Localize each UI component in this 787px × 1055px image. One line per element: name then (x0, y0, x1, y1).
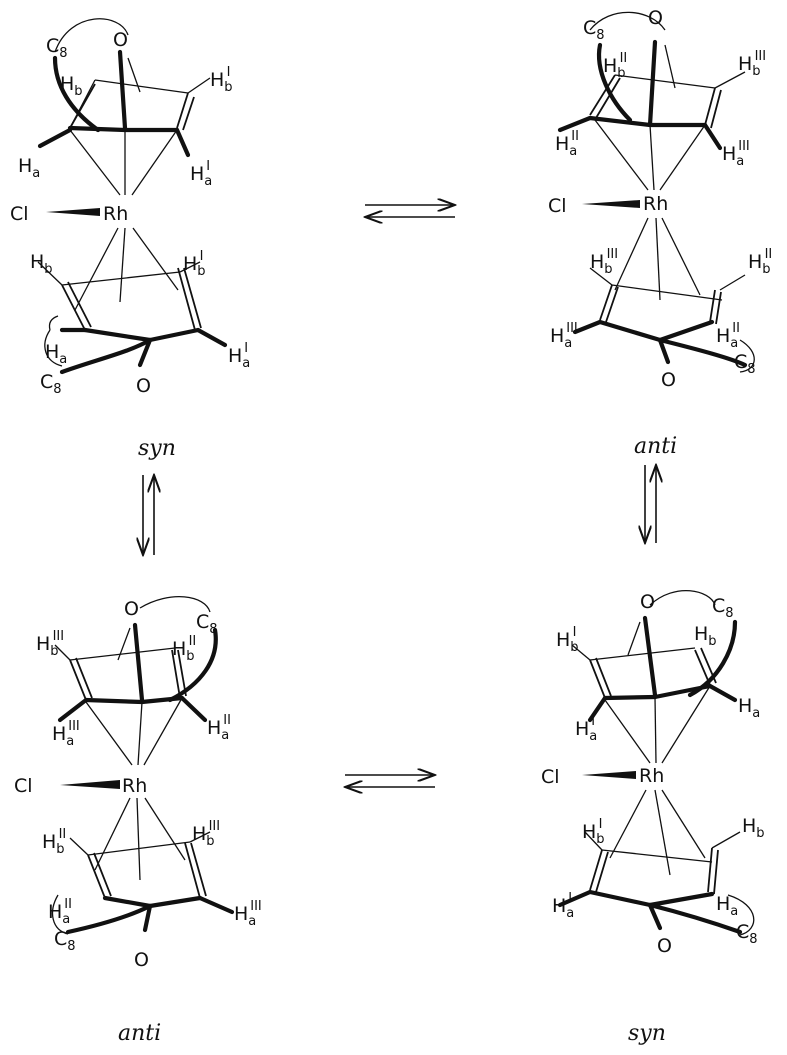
ha2-label: HaII (207, 713, 231, 743)
hb2-label: HbII (172, 634, 196, 664)
rh-label: Rh (103, 203, 128, 225)
rh-center (46, 208, 100, 216)
oxygen-lower-label: O (136, 375, 151, 397)
hb2-label: HbII (603, 51, 627, 81)
rh-label: Rh (643, 193, 668, 215)
cl-label: Cl (541, 766, 560, 788)
equilibrium-arrow-left (143, 475, 154, 555)
equilibrium-arrow-bottom (345, 775, 435, 787)
cl-label: Cl (548, 195, 567, 217)
caption-top-right: anti (634, 434, 677, 459)
caption-bottom-left: anti (118, 1021, 161, 1046)
ha1-lower-label: HaI (552, 891, 574, 921)
oxygen-lower-label: O (661, 369, 676, 391)
ha-lower-label: Ha (45, 341, 67, 367)
hb2-lower-label: HbII (42, 827, 66, 857)
complex-bottom-left (51, 596, 235, 935)
c8-label: C8 (712, 595, 734, 621)
lower-ligand (572, 217, 755, 373)
upper-ligand (557, 11, 746, 191)
c8-lower-label: C8 (40, 371, 62, 397)
ha-label: Ha (18, 155, 40, 181)
ha1-label: HaI (190, 159, 212, 189)
ha-label: Ha (738, 695, 760, 721)
complex-top-left (37, 18, 228, 375)
oxygen-label: O (640, 591, 655, 613)
caption-bottom-right: syn (628, 1021, 666, 1046)
labels-top-left: C8 O Hb HbI Ha HaI Cl Rh Hb HbI Ha HaI C… (10, 29, 250, 397)
upper-ligand (571, 590, 738, 764)
upper-ligand (54, 596, 218, 766)
hb3-label: HbIII (36, 629, 64, 659)
ha3-label: HaIII (52, 719, 80, 749)
cl-label: Cl (10, 203, 29, 225)
hb-lower-label: Hb (742, 815, 765, 841)
rh-label: Rh (122, 775, 147, 797)
ha2-label: HaII (555, 129, 579, 159)
labels-bottom-right: O C8 HbI Hb HaI Ha Cl Rh HbI Hb HaI Ha C… (541, 591, 765, 957)
c8-lower-label: C8 (734, 351, 756, 377)
ha2-lower-label: HaII (716, 321, 740, 351)
ha-lower-label: Ha (716, 893, 738, 919)
oxygen-lower-label: O (134, 949, 149, 971)
oxygen-lower-label: O (657, 935, 672, 957)
hb1-label: HbI (210, 65, 233, 95)
oxygen-label: O (124, 598, 139, 620)
rh-center (582, 200, 640, 208)
ha2-lower-label: HaII (48, 897, 72, 927)
complex-bottom-right (557, 590, 755, 936)
ha3-label: HaIII (722, 139, 750, 169)
hb3-lower-label: HbIII (590, 247, 618, 277)
ha1-label: HaI (575, 714, 597, 744)
lower-ligand (37, 227, 228, 375)
ha3-lower-label: HaIII (550, 321, 578, 351)
c8-lower-label: C8 (54, 928, 76, 954)
rh-center (60, 780, 120, 789)
hb-label: Hb (694, 623, 717, 649)
equilibrium-arrow-right (645, 465, 656, 543)
ha1-lower-label: HaI (228, 341, 250, 371)
caption-top-left: syn (138, 436, 176, 461)
hb1-lower-label: HbI (582, 817, 605, 847)
c8-label: C8 (46, 35, 68, 61)
lower-ligand (51, 797, 235, 935)
equilibrium-arrow-top (365, 205, 455, 217)
rh-label: Rh (639, 765, 664, 787)
c8-label: C8 (196, 611, 218, 637)
hb3-lower-label: HbIII (192, 819, 220, 849)
upper-ligand (37, 18, 211, 196)
c8-lower-label: C8 (736, 921, 758, 947)
rh-center (582, 771, 636, 779)
oxygen-label: O (648, 7, 663, 29)
hb-label: Hb (60, 73, 83, 99)
oxygen-label: O (113, 29, 128, 51)
c8-label: C8 (583, 17, 605, 43)
hb-lower-label: Hb (30, 251, 53, 277)
cl-label: Cl (14, 775, 33, 797)
hb1-lower-label: HbI (183, 249, 206, 279)
complex-top-right (557, 11, 755, 373)
labels-bottom-left: O C8 HbIII HbII HaIII HaII Cl Rh HbII Hb… (14, 598, 262, 971)
labels-top-right: C8 O HbII HbIII HaII HaIII Cl Rh HbIII H… (548, 7, 772, 391)
lower-ligand (557, 789, 755, 936)
hb1-label: HbI (556, 625, 579, 655)
ha3-lower-label: HaIII (234, 899, 262, 929)
hb2-lower-label: HbII (748, 247, 772, 277)
hb3-label: HbIII (738, 49, 766, 79)
